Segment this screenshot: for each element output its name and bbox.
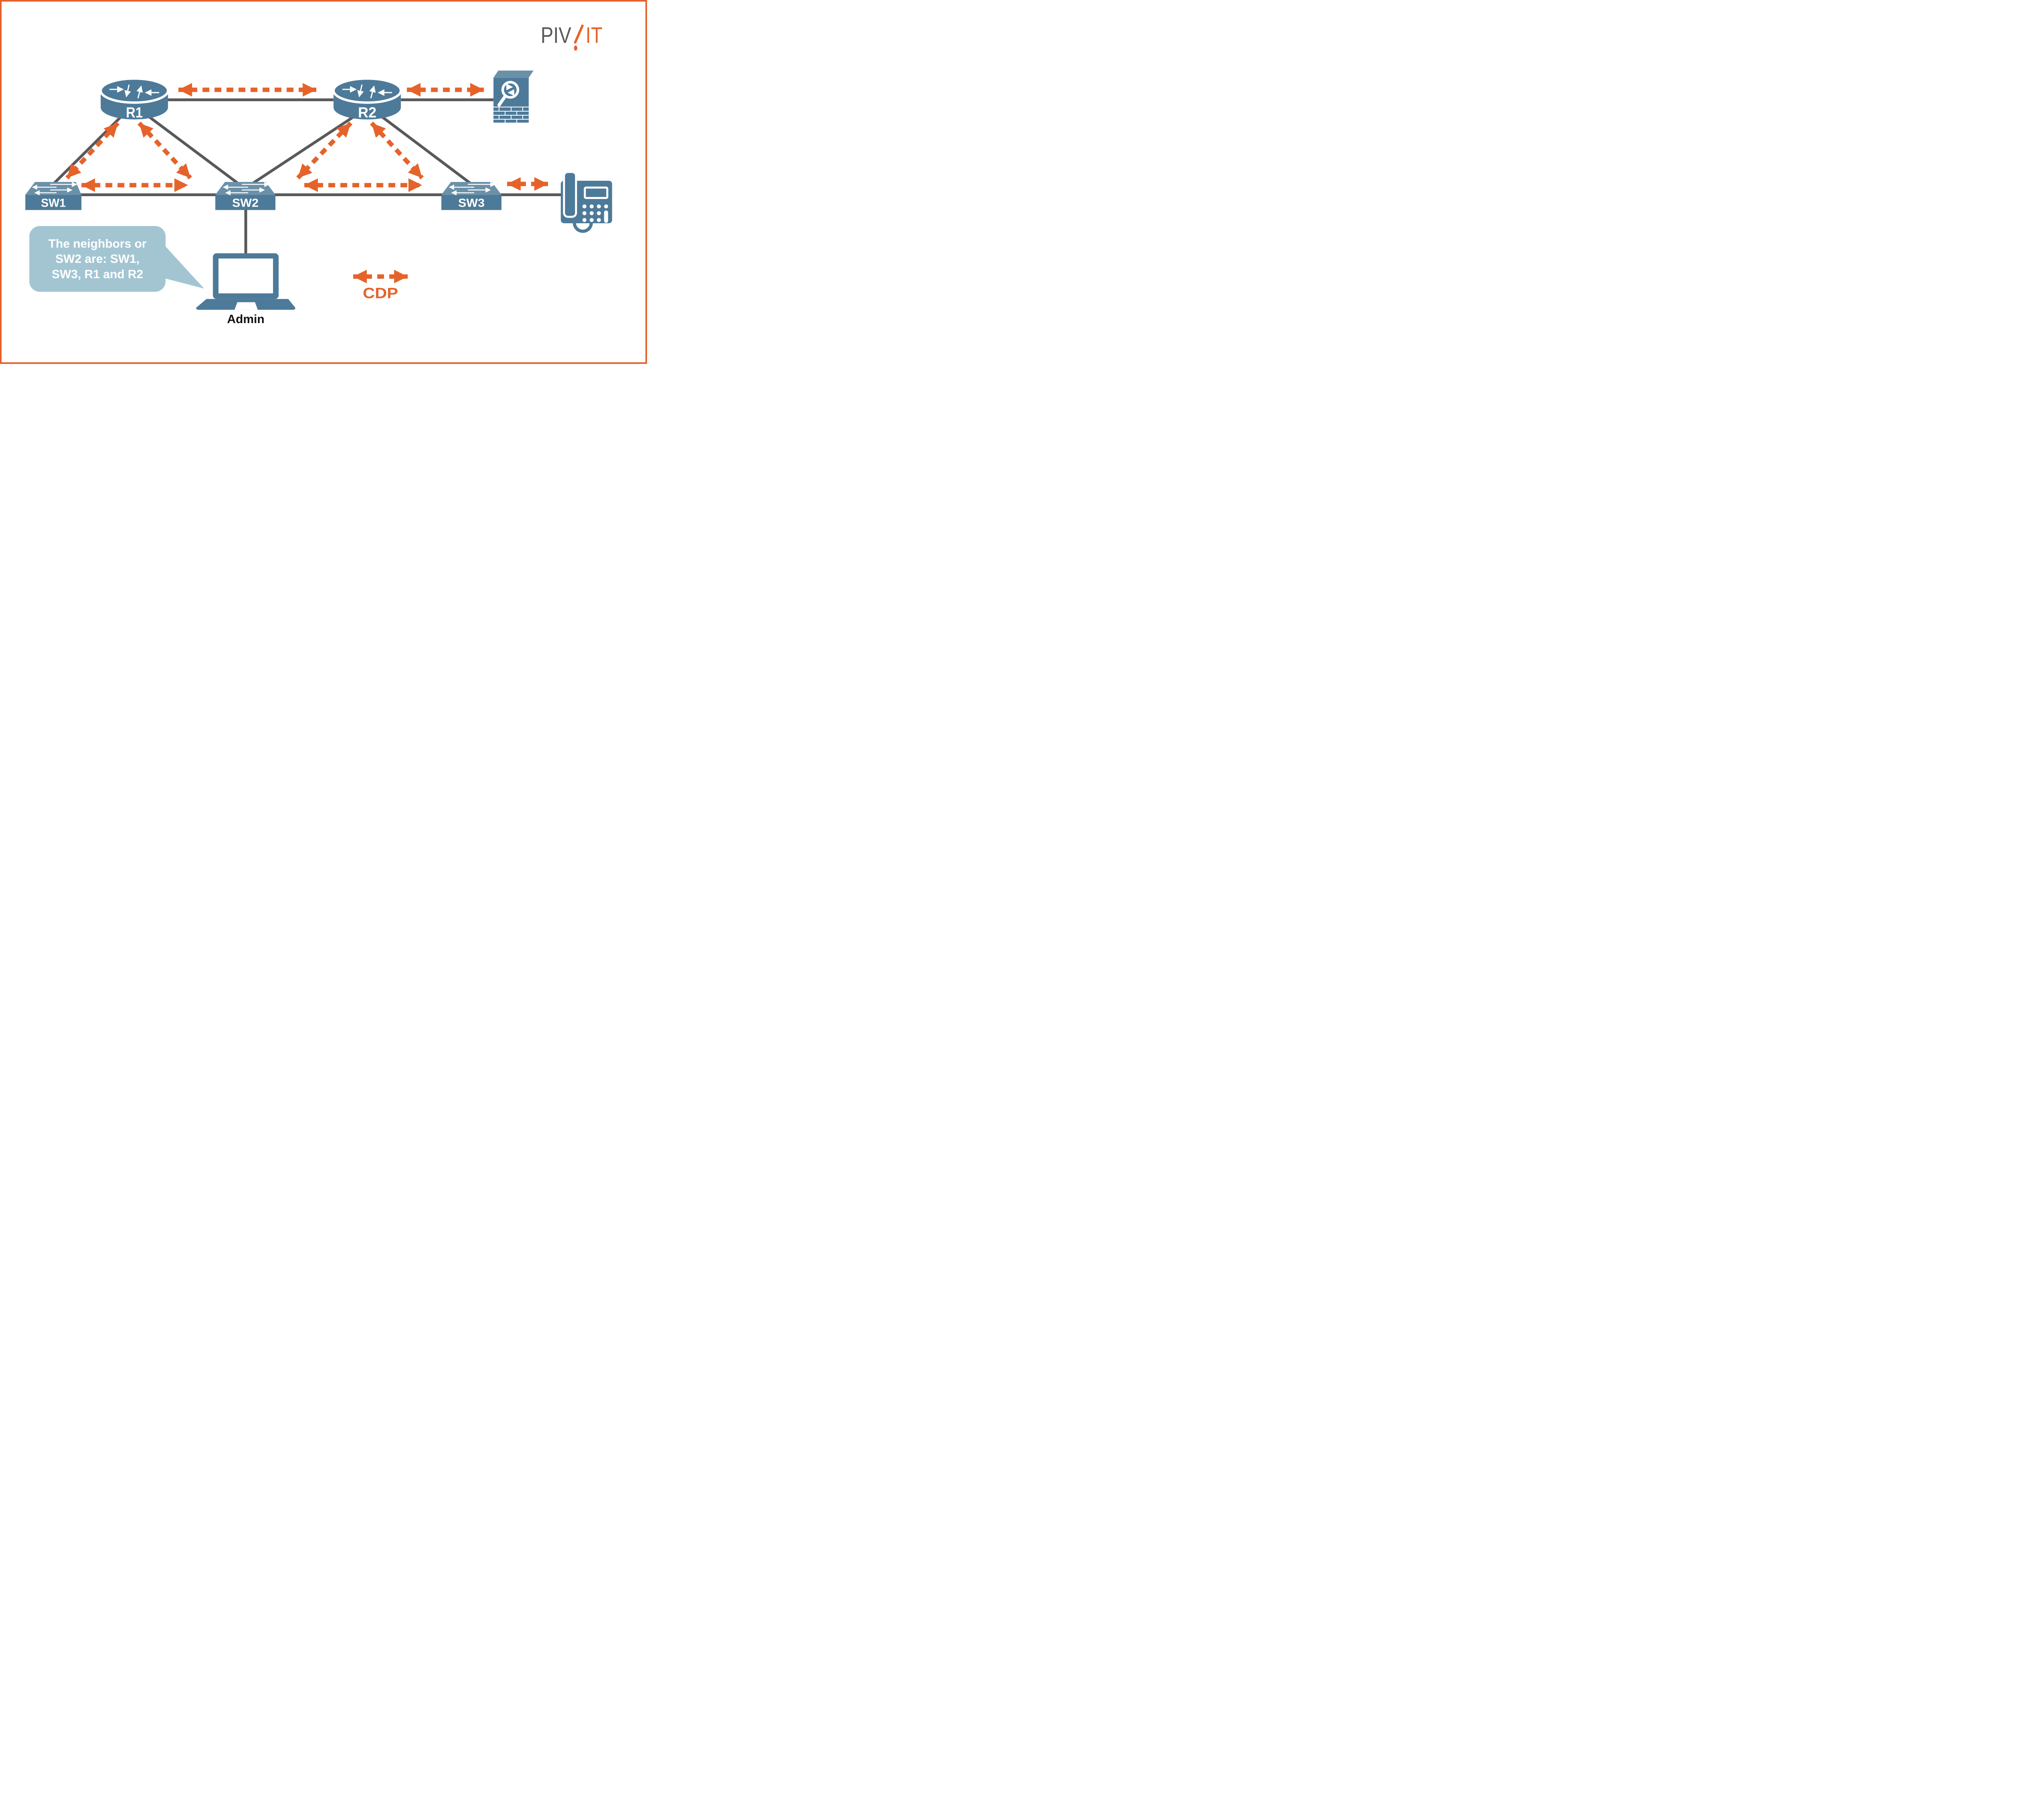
switch-front-face bbox=[441, 194, 502, 210]
cdp-legend-label: CDP bbox=[363, 285, 398, 301]
phone-cord bbox=[573, 222, 593, 233]
cdp-arrow-r1-sw2 bbox=[137, 121, 192, 180]
speech-bubble-line2: SW2 are: SW1, bbox=[55, 252, 140, 266]
sw2-switch: SW2 bbox=[215, 182, 276, 210]
admin-label: Admin bbox=[227, 313, 264, 326]
laptop-screen-inner bbox=[218, 258, 273, 294]
logo-slash bbox=[573, 24, 584, 44]
r2-label: R2 bbox=[358, 104, 376, 120]
speech-bubble-body bbox=[29, 226, 166, 292]
r2-router: R2 bbox=[332, 77, 402, 120]
firewall-device bbox=[493, 70, 534, 123]
cdp-arrow-r1-sw1 bbox=[65, 121, 120, 180]
router-arrows-icon bbox=[109, 84, 159, 99]
phone-screen bbox=[584, 186, 609, 199]
switch-arrows-icon bbox=[222, 182, 270, 196]
firewall-brick-mortar bbox=[493, 107, 529, 123]
cdp-arrow-r2-sw3 bbox=[370, 121, 424, 180]
inspect-traffic-icon bbox=[497, 80, 519, 107]
router-top bbox=[99, 77, 169, 104]
phone-handset bbox=[563, 171, 577, 218]
speech-bubble-line1: The neighbors or bbox=[49, 237, 147, 251]
switch-arrows-icon bbox=[32, 182, 77, 196]
switch-front-face bbox=[215, 194, 276, 210]
link-r2-sw3 bbox=[380, 115, 471, 184]
firewall-top-face bbox=[493, 70, 534, 78]
r1-label: R1 bbox=[126, 104, 143, 120]
speech-bubble-line3: SW3, R1 and R2 bbox=[52, 268, 143, 281]
phone-keypad bbox=[582, 204, 608, 223]
pivit-logo: PIV IT bbox=[541, 23, 603, 51]
logo-text-gray: PIV bbox=[541, 23, 571, 48]
switch-arrows-icon bbox=[448, 182, 496, 196]
speech-bubble: The neighbors or SW2 are: SW1, SW3, R1 a… bbox=[29, 226, 204, 292]
laptop-touchpad bbox=[234, 302, 258, 310]
sw2-label: SW2 bbox=[232, 197, 258, 209]
logo-text-orange: IT bbox=[586, 23, 603, 48]
r1-router: R1 bbox=[99, 77, 169, 120]
sw1-switch: SW1 bbox=[25, 182, 82, 210]
sw1-label: SW1 bbox=[41, 197, 66, 209]
link-r1-sw2 bbox=[147, 115, 239, 184]
sw3-label: SW3 bbox=[458, 197, 484, 209]
link-r2-sw2 bbox=[252, 115, 355, 184]
logo-dot bbox=[574, 45, 577, 51]
switch-front-face bbox=[25, 194, 82, 210]
sw3-switch: SW3 bbox=[441, 182, 502, 210]
cdp-legend: CDP bbox=[353, 270, 408, 301]
cdp-adjacency-arrows bbox=[65, 83, 548, 192]
admin-laptop: Admin bbox=[196, 253, 296, 326]
cdp-arrow-r2-sw2 bbox=[296, 121, 353, 180]
router-arrows-icon bbox=[342, 84, 392, 99]
speech-bubble-tail bbox=[161, 241, 204, 289]
diagram-canvas: R1 R2 bbox=[0, 0, 647, 364]
router-top bbox=[332, 77, 402, 104]
link-r1-sw1 bbox=[53, 115, 123, 184]
ip-phone bbox=[560, 171, 612, 233]
